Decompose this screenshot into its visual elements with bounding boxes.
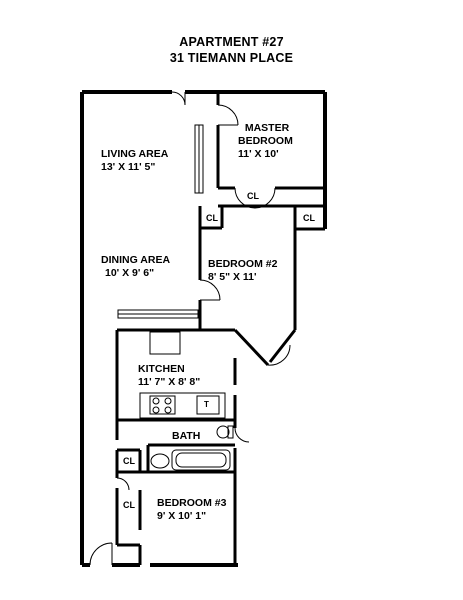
closet-label-bedroom3: CL	[123, 500, 135, 510]
plan-address: 31 TIEMANN PLACE	[169, 51, 294, 65]
closet-label-hall: CL	[303, 213, 315, 223]
kitchen-label: KITCHEN 11' 7" X 8' 8"	[138, 363, 200, 389]
door-swings	[89, 91, 291, 566]
kitchen-fixtures	[139, 331, 226, 419]
master-bedroom-label: MASTER BEDROOM 11' X 10'	[238, 122, 296, 161]
kitchen-name: KITCHEN	[138, 363, 185, 375]
bath-name: BATH	[172, 430, 201, 442]
living-area-dims: 13' X 11' 5"	[101, 161, 156, 173]
windows	[117, 124, 204, 319]
bedroom-3-label: BEDROOM #3 9' X 10' 1"	[157, 497, 226, 523]
living-area-label: LIVING AREA 13' X 11' 5"	[101, 148, 168, 174]
dining-area-name: DINING AREA	[101, 254, 171, 266]
bedroom-2-label: BEDROOM #2 8' 5" X 11'	[208, 258, 277, 284]
living-area-name: LIVING AREA	[101, 148, 169, 160]
bath-label: BATH	[172, 430, 200, 443]
closet-label-master: CL	[247, 191, 259, 201]
bath-fixtures	[150, 425, 234, 471]
master-bedroom-name1: MASTER	[244, 122, 290, 134]
bedroom-3-name: BEDROOM #3	[157, 497, 227, 509]
bedroom-2-dims: 8' 5" X 11'	[208, 271, 257, 283]
plan-title: APARTMENT #27	[179, 35, 284, 49]
bedroom-2-name: BEDROOM #2	[208, 258, 278, 270]
master-bedroom-name2: BEDROOM	[238, 135, 293, 147]
dining-area-dims: 10' X 9' 6"	[105, 267, 155, 279]
closet-label-bedroom2: CL	[206, 213, 218, 223]
dining-area-label: DINING AREA 10' X 9' 6"	[101, 254, 170, 280]
bedroom-3-dims: 9' X 10' 1"	[157, 510, 207, 522]
kitchen-dims: 11' 7" X 8' 8"	[138, 376, 201, 388]
interior-walls	[115, 92, 325, 565]
master-bedroom-dims: 11' X 10'	[238, 148, 279, 160]
appliance-label: T	[204, 400, 209, 409]
closet-label-bath: CL	[123, 456, 135, 466]
